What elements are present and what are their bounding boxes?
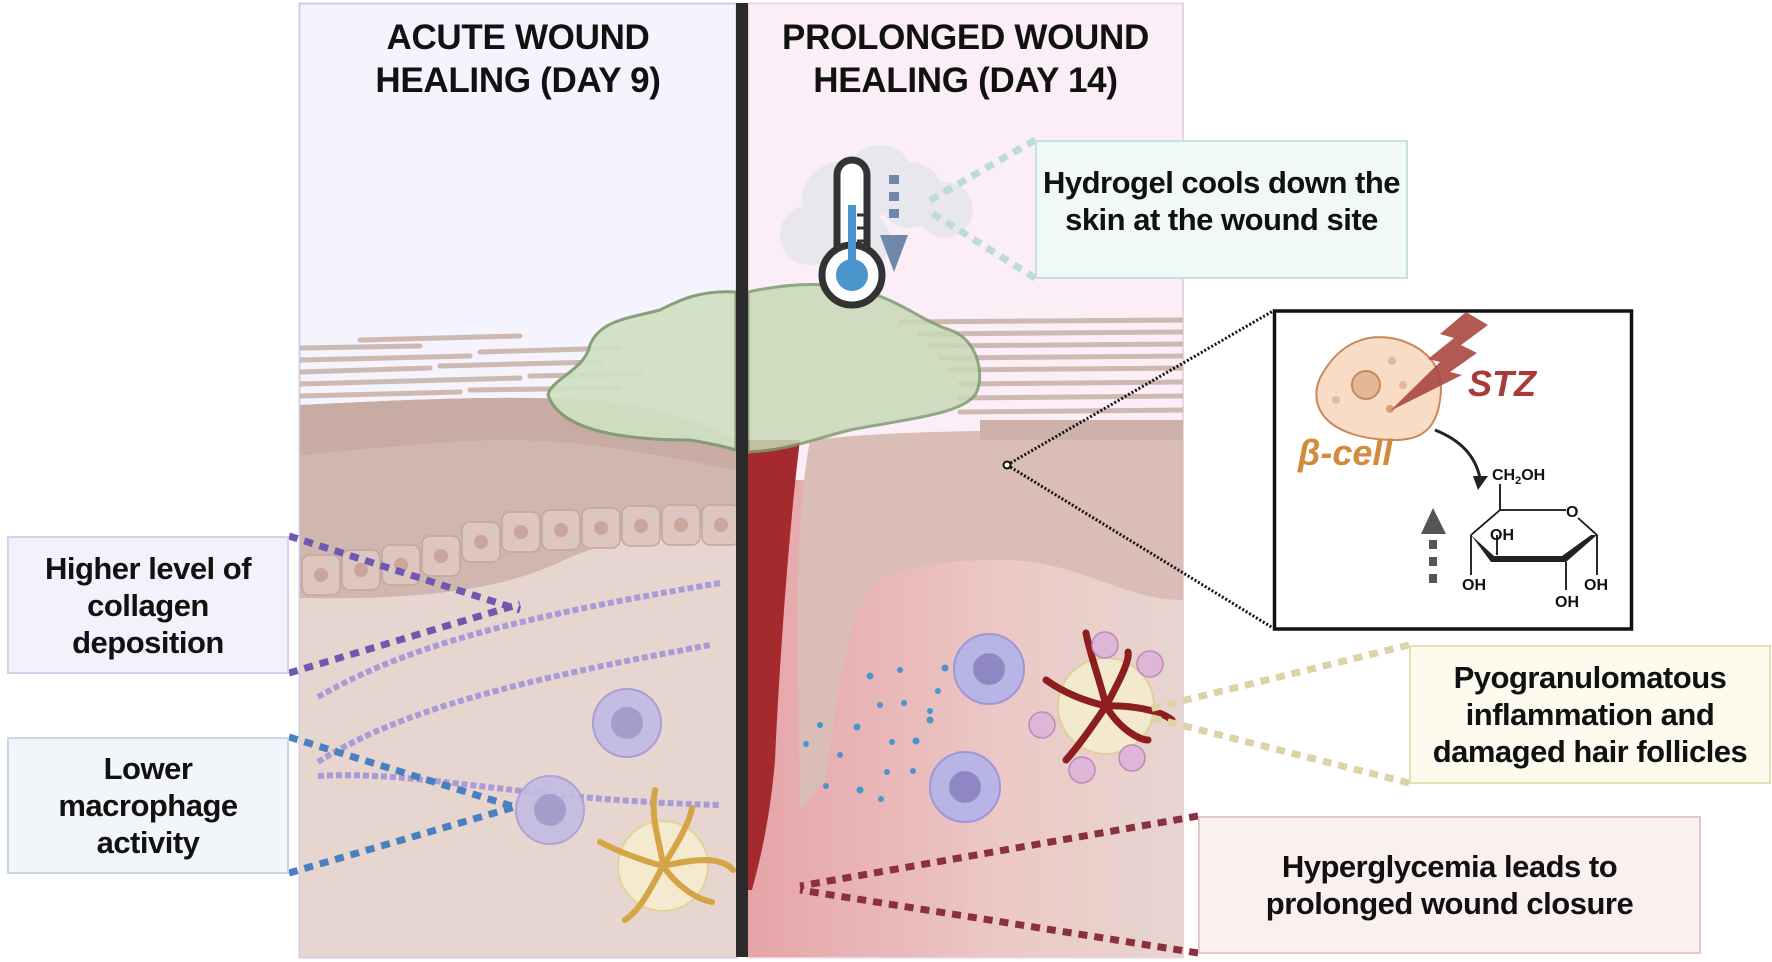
callout-text: Hyperglycemia leads to xyxy=(1281,849,1618,884)
callout-text: deposition xyxy=(72,624,224,660)
stz-label: STZ xyxy=(1468,363,1538,404)
stz-inset: STZ β-cell CH2OH O OH OH OH OH xyxy=(1272,309,1634,631)
damaged-hair-follicle xyxy=(1028,629,1176,784)
prolonged-title-line-1: PROLONGED WOUND xyxy=(782,18,1149,57)
oh-label: OH xyxy=(1555,594,1579,611)
stratum-corneum xyxy=(897,317,1183,415)
hyperglycemia-callout: Hyperglycemia leads to prolonged wound c… xyxy=(1198,816,1701,954)
callout-text: Pyogranulomatous xyxy=(1453,660,1727,695)
callout-text: Higher level of xyxy=(44,550,252,586)
epidermis-layer xyxy=(797,430,1183,810)
wound-cleft xyxy=(748,440,800,890)
acute-panel-title: ACUTE WOUND HEALING (DAY 9) xyxy=(300,16,736,102)
macrophage-callout: Lower macrophage activity xyxy=(7,737,289,874)
oh-label: OH xyxy=(1490,527,1514,544)
macrophage-cell xyxy=(953,633,1025,705)
ch2oh-label: CH xyxy=(1492,467,1515,484)
ch2oh-subscript: 2 xyxy=(1515,475,1521,487)
macrophage-cell xyxy=(929,751,1001,823)
ch2oh-tail: OH xyxy=(1521,467,1545,484)
callout-text: prolonged wound closure xyxy=(1265,886,1634,921)
panel-divider xyxy=(736,3,748,957)
callout-text: macrophage xyxy=(58,788,238,823)
curved-arrow-icon xyxy=(1434,428,1482,479)
callout-text: inflammation and xyxy=(1465,697,1715,732)
callout-connectors xyxy=(287,136,1410,957)
oh-label: OH xyxy=(1462,577,1486,594)
dashed-up-arrow-icon xyxy=(1421,508,1446,583)
inset-anchor-point xyxy=(1002,460,1012,470)
acute-title-line-1: ACUTE WOUND xyxy=(386,18,650,57)
ring-oxygen-label: O xyxy=(1566,504,1578,521)
svg-text:CH2OH: CH2OH xyxy=(1492,467,1545,487)
macrophage-cell xyxy=(592,688,662,758)
prolonged-title-line-2: HEALING (DAY 14) xyxy=(813,61,1118,100)
glucose-molecule-icon: CH2OH O OH OH OH OH xyxy=(1462,467,1608,611)
oh-label: OH xyxy=(1584,577,1608,594)
hair-follicle xyxy=(597,787,736,923)
callout-text: activity xyxy=(96,825,200,860)
dashed-down-arrow-icon xyxy=(880,175,908,272)
hydrogel-callout: Hydrogel cools down the skin at the woun… xyxy=(1035,140,1408,279)
pyogranulomatous-callout: Pyogranulomatous inflammation and damage… xyxy=(1409,645,1771,784)
neutrophils xyxy=(1028,631,1164,784)
inset-connectors xyxy=(1006,309,1274,630)
callout-text: collagen xyxy=(87,587,209,623)
beta-cell-label: β-cell xyxy=(1297,432,1393,473)
macrophage-cell xyxy=(515,775,585,845)
thermometer-icon xyxy=(818,156,886,309)
callout-text: Lower xyxy=(103,751,193,786)
cytokine-dots xyxy=(803,664,949,802)
acute-title-line-2: HEALING (DAY 9) xyxy=(375,61,661,100)
callout-text: skin at the wound site xyxy=(1065,202,1378,237)
callout-text: damaged hair follicles xyxy=(1432,734,1748,769)
acute-panel xyxy=(298,2,738,959)
callout-text: Hydrogel cools down the xyxy=(1042,165,1401,200)
prolonged-panel-title: PROLONGED WOUND HEALING (DAY 14) xyxy=(748,16,1183,102)
hydrogel xyxy=(546,290,736,452)
collagen-fibers xyxy=(316,580,721,808)
lightning-bolt-icon xyxy=(1390,312,1488,411)
collagen-callout: Higher level of collagen deposition xyxy=(7,536,289,674)
